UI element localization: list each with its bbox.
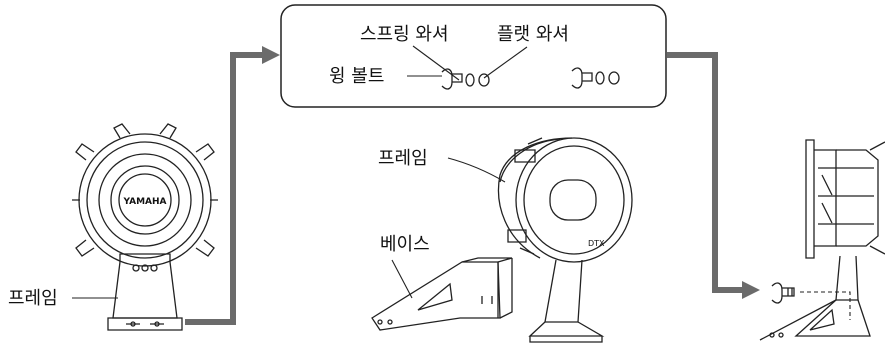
frame-center bbox=[528, 259, 605, 343]
yamaha-logo: YAMAHA bbox=[122, 197, 166, 207]
kick-pad-perspective-view: DTX bbox=[497, 137, 633, 263]
base-label: 베이스 bbox=[380, 234, 430, 255]
flat-washer-icon bbox=[608, 71, 620, 85]
kick-pad-side-view bbox=[805, 139, 885, 259]
flat-washer-icon bbox=[478, 73, 490, 87]
flow-arrowhead-2 bbox=[742, 281, 760, 299]
flow-arrow-box-to-right bbox=[667, 52, 742, 293]
dtx-logo: DTX bbox=[588, 239, 605, 248]
wing-bolt-label: 윙 볼트 bbox=[329, 66, 384, 87]
frame-right bbox=[759, 255, 871, 341]
spring-washer-icon bbox=[595, 71, 605, 85]
base-plate bbox=[371, 257, 513, 331]
spring-washer-label: 스프링 와셔 bbox=[360, 24, 449, 45]
flow-arrowhead-1 bbox=[262, 46, 280, 64]
spring-washer-icon bbox=[465, 73, 475, 87]
flat-washer-label: 플랫 와셔 bbox=[497, 24, 569, 45]
kick-pad-front-view: YAMAHA bbox=[72, 123, 218, 267]
frame-left-label: 프레임 bbox=[8, 288, 58, 309]
frame-center-label: 프레임 bbox=[378, 148, 428, 169]
frame-center-leader bbox=[447, 157, 506, 183]
wing-bolt-icon bbox=[441, 68, 463, 90]
flat-washer-leader bbox=[483, 46, 528, 79]
frame-left bbox=[107, 253, 183, 331]
flow-arrow-left-to-box bbox=[185, 52, 262, 325]
base-leader bbox=[391, 259, 413, 299]
parts-callout-box bbox=[280, 4, 667, 108]
wing-bolt-icon bbox=[571, 67, 593, 89]
wing-bolt-icon bbox=[771, 282, 795, 304]
